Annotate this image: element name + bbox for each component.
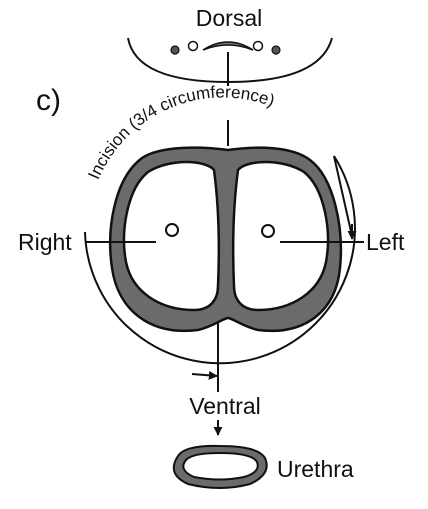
dorsal-nerve-right bbox=[254, 42, 263, 51]
ventral-label: Ventral bbox=[189, 393, 261, 419]
dorsal-vein-shape bbox=[203, 42, 253, 50]
dorsal-label: Dorsal bbox=[196, 5, 262, 31]
dorsal-vessel-right bbox=[272, 46, 280, 54]
urethra-label: Urethra bbox=[277, 456, 354, 482]
urethra-lumen bbox=[183, 453, 257, 480]
left-label: Left bbox=[366, 229, 405, 255]
right-lobe-marker bbox=[166, 224, 178, 236]
dorsal-nerve-left bbox=[189, 42, 198, 51]
panel-label: c) bbox=[36, 84, 61, 117]
left-lobe-marker bbox=[262, 225, 274, 237]
prostate-left-lobe bbox=[233, 162, 328, 310]
dorsal-vessel-left bbox=[171, 46, 179, 54]
right-label: Right bbox=[18, 229, 72, 255]
incision-arrow-bottom bbox=[192, 374, 217, 376]
